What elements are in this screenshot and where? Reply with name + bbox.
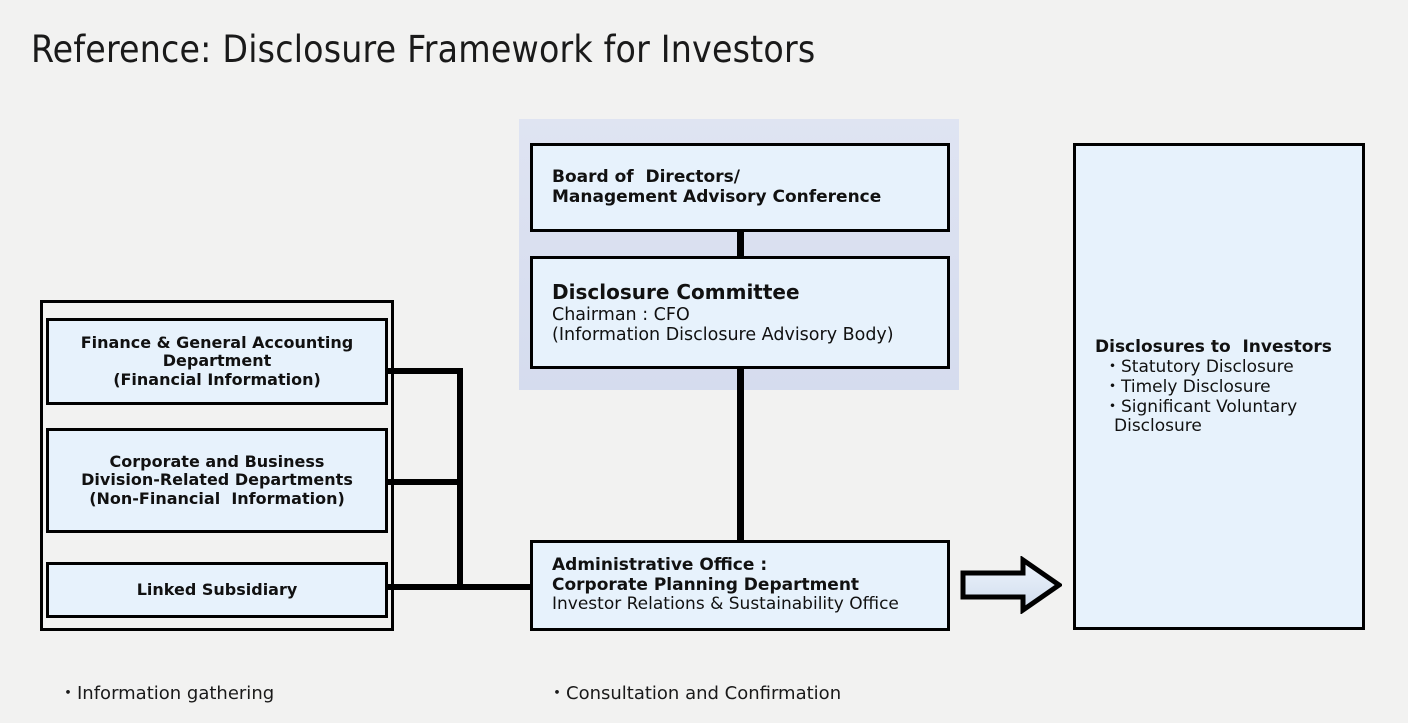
corporate-business-departments-box[interactable]: Corporate and Business Division-Related …: [46, 428, 388, 533]
connector-finance-horizontal: [388, 368, 463, 374]
subsidiary-line-1: Linked Subsidiary: [136, 579, 298, 599]
disclosure-item-3-continuation: Disclosure: [1114, 416, 1202, 437]
disclosure-item-3: ・Significant Voluntary: [1104, 396, 1298, 417]
right-block-arrow-icon: [960, 556, 1062, 614]
page-title: Reference: Disclosure Framework for Inve…: [31, 28, 816, 71]
connector-board-to-committee: [737, 229, 744, 259]
corporate-line-2: Division-Related Departments: [81, 470, 353, 490]
administrative-office-box[interactable]: Administrative Office : Corporate Planni…: [530, 540, 950, 631]
connector-vertical-bus: [457, 368, 463, 590]
connector-committee-to-admin-office: [737, 366, 744, 542]
disclosure-committee-box[interactable]: Disclosure Committee Chairman : CFO (Inf…: [530, 256, 950, 369]
finance-accounting-department-box[interactable]: Finance & General Accounting Department …: [46, 318, 388, 405]
board-of-directors-box[interactable]: Board of Directors/ Management Advisory …: [530, 143, 950, 232]
middle-caption-line-1: ・Consultation and Confirmation: [548, 683, 842, 704]
linked-subsidiary-box[interactable]: Linked Subsidiary: [46, 562, 388, 618]
connector-corporate-horizontal: [388, 479, 463, 485]
finance-line-2: Department: [162, 351, 272, 371]
finance-line-1: Finance & General Accounting: [80, 332, 354, 352]
middle-caption: ・Consultation and Confirmation ・Preparat…: [548, 638, 869, 723]
disclosure-item-1: ・Statutory Disclosure: [1104, 357, 1294, 378]
admin-line-1: Administrative Office :: [552, 554, 768, 575]
disclosure-item-2: ・Timely Disclosure: [1104, 376, 1271, 397]
admin-line-3: Investor Relations & Sustainability Offi…: [552, 594, 899, 615]
corporate-line-3: (Non-Financial Information): [89, 488, 345, 508]
admin-line-2: Corporate Planning Department: [552, 574, 860, 595]
committee-line-1: Chairman : CFO: [552, 304, 690, 325]
left-caption-line-1: ・Information gathering: [59, 683, 275, 704]
finance-line-3: (Financial Information): [113, 369, 321, 389]
disclosures-to-investors-box[interactable]: Disclosures to Investors ・Statutory Disc…: [1073, 143, 1365, 630]
committee-line-2: (Information Disclosure Advisory Body): [552, 325, 894, 345]
left-caption: ・Information gathering ・Report: [59, 638, 274, 723]
committee-heading: Disclosure Committee: [552, 279, 800, 304]
disclosures-heading: Disclosures to Investors: [1095, 337, 1332, 358]
corporate-line-1: Corporate and Business: [109, 451, 325, 471]
board-line-2: Management Advisory Conference: [552, 186, 882, 207]
board-line-1: Board of Directors/: [552, 166, 740, 187]
